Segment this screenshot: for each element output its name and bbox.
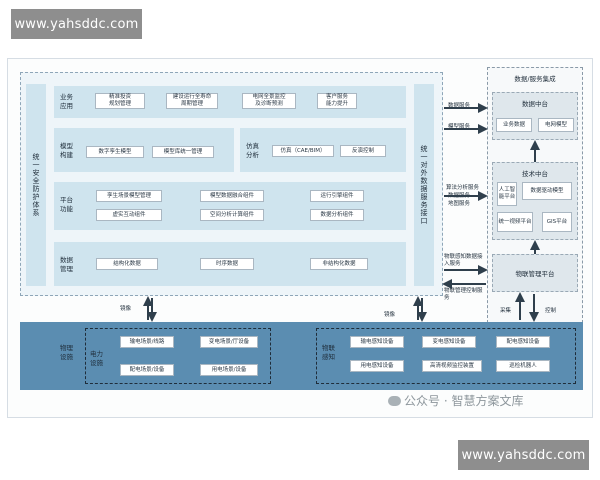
row-sim-label: 仿真 分析: [246, 142, 259, 159]
box-unstructured-data: 非结构化数据: [310, 258, 368, 270]
box-business-data: 业务数据: [496, 118, 532, 132]
box-video-platform: 统一视频平台: [497, 212, 533, 232]
box-transmission-scene: 输电场景/线路: [120, 336, 174, 348]
box-consumption-sensor: 用电感知设备: [350, 360, 404, 372]
box-hd-video-device: 高清视频监控装置: [422, 360, 482, 372]
box-simulation: 仿真（CAE/BIM）: [272, 145, 334, 157]
data-center: [492, 92, 578, 140]
physical-layer: [20, 322, 583, 390]
box-inspection-robot: 巡检机器人: [496, 360, 550, 372]
iot-sensing: [316, 328, 576, 384]
box-investment-planning: 精准投资 规划管理: [95, 93, 145, 109]
box-gis-platform: GIS平台: [542, 212, 572, 232]
wechat-icon: [388, 396, 401, 406]
box-twin-scene-management: 孪生场景模型管理: [96, 190, 162, 202]
box-substation-sensor: 变电感知设备: [422, 336, 476, 348]
row-platform-label: 平台 功能: [60, 196, 73, 213]
box-digital-twin-model: 数字孪生模型: [86, 146, 144, 158]
box-runtime-engine: 运行引擎组件: [310, 190, 364, 202]
data-center-title: 数据中台: [522, 100, 548, 108]
label-control: 控制: [545, 308, 557, 314]
row-business-label: 业务 应用: [60, 93, 73, 110]
box-model-library: 模型库统一管理: [152, 146, 214, 158]
box-ai-platform: 人工智能平台: [497, 182, 517, 206]
box-consumption-scene: 用电场景/设备: [200, 364, 258, 376]
row-model-label: 模型 构建: [60, 142, 73, 159]
credit-text: 公众号 · 智慧方案文库: [404, 394, 524, 408]
label-algorithm-service: 算法分析服务: [446, 185, 480, 191]
label-data-service-1: 数据服务: [448, 103, 471, 109]
power-facilities: [85, 328, 271, 384]
box-distribution-scene: 配电场景/设备: [120, 364, 174, 376]
label-iot-access-service: 物联感知数据接入服务: [444, 254, 483, 267]
label-mirror-right: 镜像: [384, 312, 396, 318]
watermark-bottom: www.yahsddc.com: [458, 440, 589, 470]
box-model-data-fusion: 模型数据融合组件: [200, 190, 264, 202]
box-spatial-analysis: 空间分析计算组件: [200, 209, 264, 221]
box-lifecycle-management: 建设运行全寿命 周期管理: [166, 93, 218, 109]
iot-platform: [492, 254, 578, 292]
label-model-service: 模型服务: [448, 124, 471, 130]
right-panel-title: 数据/服务集成: [514, 75, 556, 83]
physical-layer-label: 物理 设施: [60, 344, 73, 361]
box-data-analysis: 数据分析组件: [310, 209, 364, 221]
box-customer-service: 客户服务 能力提升: [317, 93, 357, 109]
right-rail: 统一对外数据服务接口: [414, 84, 434, 286]
label-mirror-left: 镜像: [120, 306, 132, 312]
box-distribution-sensor: 配电感知设备: [496, 336, 550, 348]
left-rail: 统一安全防护体系: [26, 84, 46, 286]
box-data-driven-model: 数据驱动模型: [522, 182, 572, 200]
label-iot-control-service: 物联管理控制服务: [444, 288, 483, 301]
box-inversion-control: 反演控制: [340, 145, 386, 157]
credit-watermark: 公众号 · 智慧方案文库: [388, 392, 523, 409]
box-substation-scene: 变电场景/厅设备: [200, 336, 258, 348]
tech-center-title: 技术中台: [522, 170, 548, 178]
iot-platform-title: 物联管理平台: [515, 270, 555, 278]
box-transmission-sensor: 输电感知设备: [350, 336, 404, 348]
box-structured-data: 结构化数据: [96, 258, 158, 270]
box-virtual-real-interaction: 虚实互动组件: [96, 209, 162, 221]
box-grid-monitoring: 电网全景监控 及诊断预测: [242, 93, 296, 109]
watermark-top: www.yahsddc.com: [11, 9, 142, 39]
box-grid-model: 电网模型: [538, 118, 574, 132]
label-collect: 采集: [500, 308, 512, 314]
power-facilities-label: 电力 设施: [90, 350, 103, 367]
iot-sensing-label: 物联 感知: [322, 344, 335, 361]
row-data-label: 数据 管理: [60, 256, 73, 273]
label-map-service: 地图服务: [448, 201, 471, 207]
box-timeseries-data: 时序数据: [200, 258, 254, 270]
